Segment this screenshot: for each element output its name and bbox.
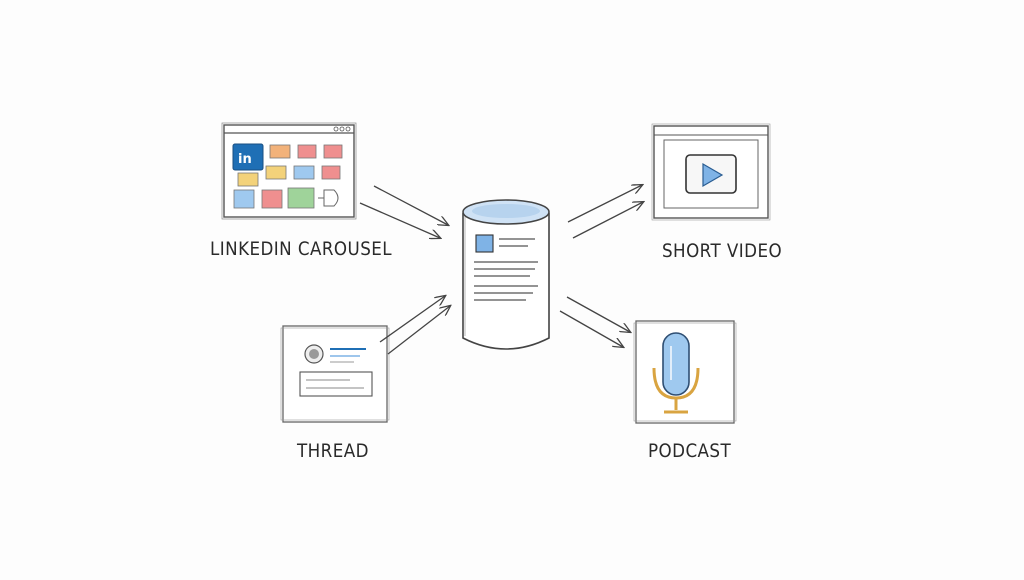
arrows [359,185,643,355]
short-video-window [651,123,771,221]
linkedin-logo-text: in [238,152,252,167]
arrow-carousel-in-1 [373,185,448,225]
arrow-thread-in-2 [387,306,450,355]
podcast-label: PODCAST [648,440,732,462]
linkedin-carousel-window: in [221,122,357,220]
short-video-label: SHORT VIDEO [662,240,783,262]
carousel-tiles [233,144,343,209]
microphone-icon [652,332,700,414]
central-document-cylinder [462,199,550,350]
linkedin-carousel-label: LINKEDIN CAROUSEL [210,238,393,260]
thread-label: THREAD [297,440,369,462]
thread-card [280,325,390,423]
linkedin-logo-icon: in [232,143,264,171]
arrow-video-out-2 [572,202,643,239]
arrow-podcast-out-2 [559,310,623,347]
podcast-card [633,320,737,424]
thread-avatar-icon [304,344,324,364]
arrow-thread-in-1 [379,296,445,343]
arrow-podcast-out-1 [566,296,630,332]
arrow-carousel-in-2 [359,202,440,238]
arrow-video-out-1 [567,185,642,223]
play-icon [702,162,724,188]
